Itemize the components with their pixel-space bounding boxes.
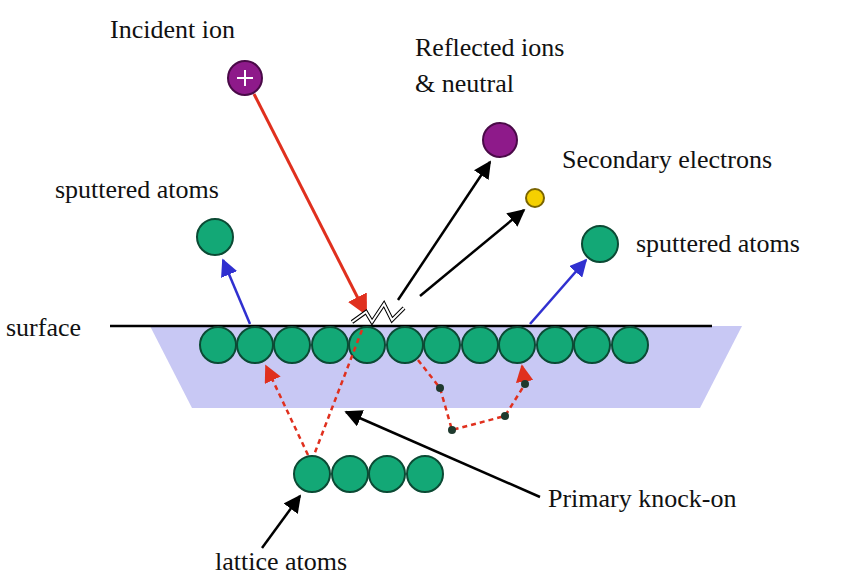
- sputter-arrow: [223, 260, 250, 324]
- surface-line: [110, 325, 712, 328]
- atom-label: sputtered atoms: [636, 226, 800, 262]
- knock-on-paths: [266, 330, 525, 455]
- reflected-ion: [483, 123, 517, 157]
- substrate: [150, 326, 742, 408]
- impact-mark: [352, 304, 404, 322]
- secondary-electron: [526, 189, 544, 207]
- displaced-atoms: [436, 380, 529, 434]
- incident-path: [254, 94, 366, 314]
- lattice-atoms: [294, 456, 443, 492]
- atom-label: sputtered atoms: [55, 172, 219, 208]
- sputtered-atom: [197, 219, 233, 255]
- electron-arrow: [420, 210, 524, 296]
- reflection-arrow: [398, 162, 490, 300]
- plus-sign: [237, 70, 253, 86]
- surface-atoms: [200, 327, 648, 363]
- impact-mark: [352, 304, 404, 322]
- sputter-arrow: [530, 260, 586, 324]
- leader-line: [262, 496, 300, 548]
- ion-label: Incident ion: [110, 12, 235, 48]
- atom-label: lattice atoms: [215, 544, 347, 580]
- leader-line: [346, 412, 540, 497]
- callout-label: Primary knock-on: [548, 481, 736, 517]
- electron-label: Secondary electrons: [562, 142, 772, 178]
- ion-label: Reflected ions & neutral: [415, 30, 581, 103]
- sputtered-atom: [582, 226, 618, 262]
- surface-label: surface: [6, 310, 81, 346]
- incident-ion: [228, 61, 262, 95]
